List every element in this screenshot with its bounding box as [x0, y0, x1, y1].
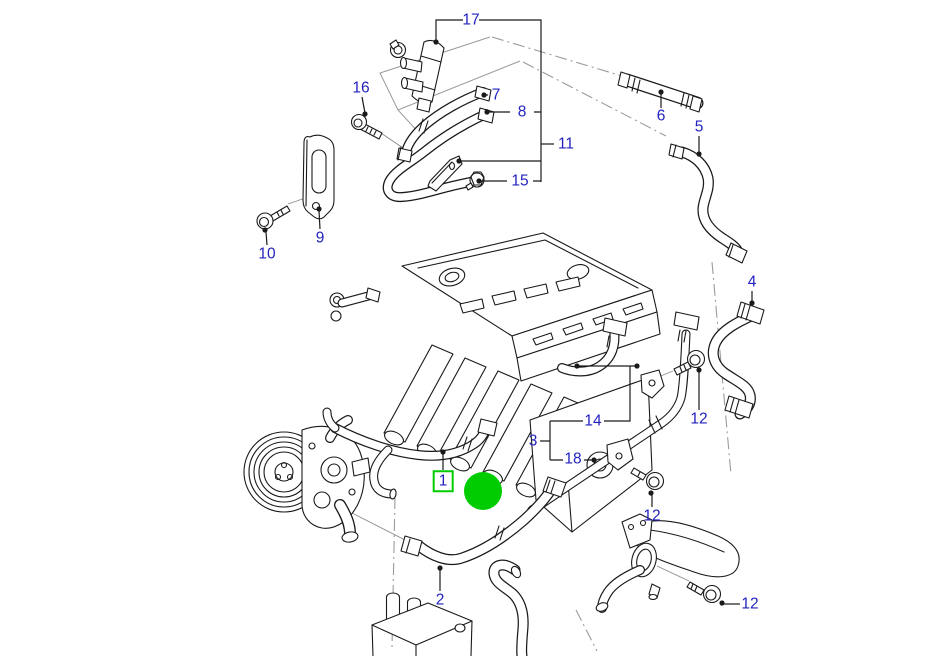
part-label-2-18[interactable]: 2: [435, 591, 445, 609]
part-16-bolt[interactable]: [350, 113, 383, 140]
part-label-12-15[interactable]: 12: [643, 507, 661, 525]
part-12-bolt-lower[interactable]: [686, 581, 722, 604]
part-label-6-6[interactable]: 6: [656, 107, 666, 125]
part-17-connector-valve[interactable]: [389, 39, 445, 113]
part-label-3-12[interactable]: 3: [528, 432, 538, 450]
part-label-14-11[interactable]: 14: [584, 412, 602, 430]
part-label-7-2[interactable]: 7: [491, 86, 501, 104]
part-2-hose[interactable]: [400, 476, 567, 566]
part-label-12-14[interactable]: 12: [690, 410, 708, 428]
part-label-17-0[interactable]: 17: [462, 11, 480, 29]
part-12-bolt-upper[interactable]: [673, 349, 706, 376]
part-water-pump[interactable]: [243, 415, 371, 543]
part-3-18-coolant-pipe[interactable]: [524, 311, 700, 519]
part-bottom-hose[interactable]: [488, 559, 529, 656]
part-4-hose[interactable]: [707, 301, 765, 420]
part-label-4-10[interactable]: 4: [747, 273, 757, 291]
part-10-bolt[interactable]: [256, 205, 291, 230]
part-heater-unit[interactable]: [371, 592, 473, 656]
part-12-bolt-middle[interactable]: [630, 467, 665, 491]
part-5-hose[interactable]: [668, 143, 748, 264]
part-label-9-9[interactable]: 9: [315, 229, 325, 247]
part-label-16-1[interactable]: 16: [352, 79, 370, 97]
part-label-15-5[interactable]: 15: [511, 172, 529, 190]
part-7-8-heater-hoses[interactable]: [382, 85, 495, 203]
part-1-hose[interactable]: [322, 407, 498, 500]
part-label-12-16[interactable]: 12: [741, 595, 759, 613]
part-label-5-7[interactable]: 5: [694, 118, 704, 136]
part-label-8-3[interactable]: 8: [517, 103, 527, 121]
part-label-1-17[interactable]: 1: [432, 470, 454, 492]
leader-lines: [262, 19, 755, 606]
part-9-strap-bracket[interactable]: [302, 134, 335, 220]
part-label-10-8[interactable]: 10: [258, 245, 276, 263]
part-label-18-13[interactable]: 18: [564, 450, 582, 468]
part-label-11-4[interactable]: 11: [557, 135, 575, 153]
part-egr-cooler[interactable]: [595, 513, 740, 613]
